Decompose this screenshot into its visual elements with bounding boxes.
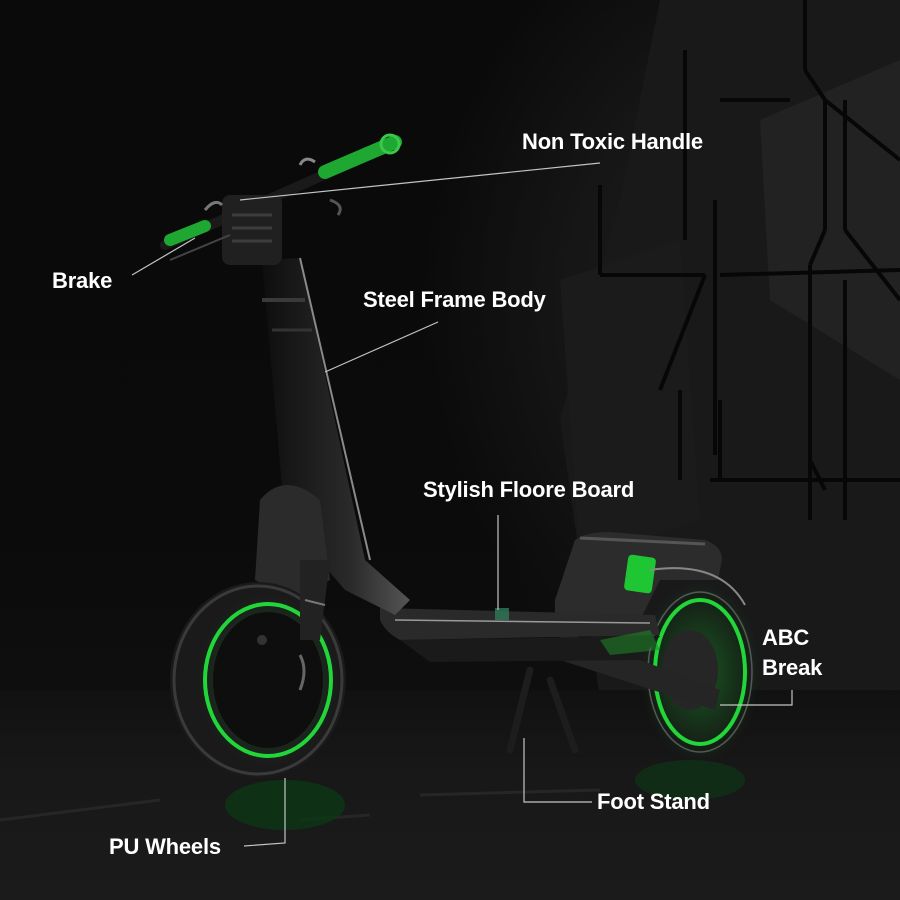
leader-lines [131,162,793,847]
callout-pu-wheels: PU Wheels [109,834,221,859]
leader-brake [131,237,196,276]
geometric-wall-pattern [560,0,900,700]
handlebar [160,133,402,265]
rear-housing [555,532,746,620]
kickstand [506,666,579,754]
callout-abc-break-line1: ABC [762,625,810,650]
callout-brake: Brake [52,268,113,293]
leader-steel-frame-body [324,321,439,373]
leader-foot-stand [523,738,592,803]
callout-stylish-floore-board: Stylish Floore Board [423,477,635,502]
leader-abc-break [720,690,793,706]
callout-non-toxic-handle: Non Toxic Handle [522,129,703,154]
callout-abc-break-line2: Break [762,655,823,680]
leader-pu-wheels [243,778,286,847]
leader-non-toxic-handle [239,162,601,201]
callout-abc-break: ABC Break [762,623,822,683]
deck [380,608,660,662]
callout-steel-frame-body: Steel Frame Body [363,287,546,312]
callout-foot-stand: Foot Stand [597,789,710,814]
